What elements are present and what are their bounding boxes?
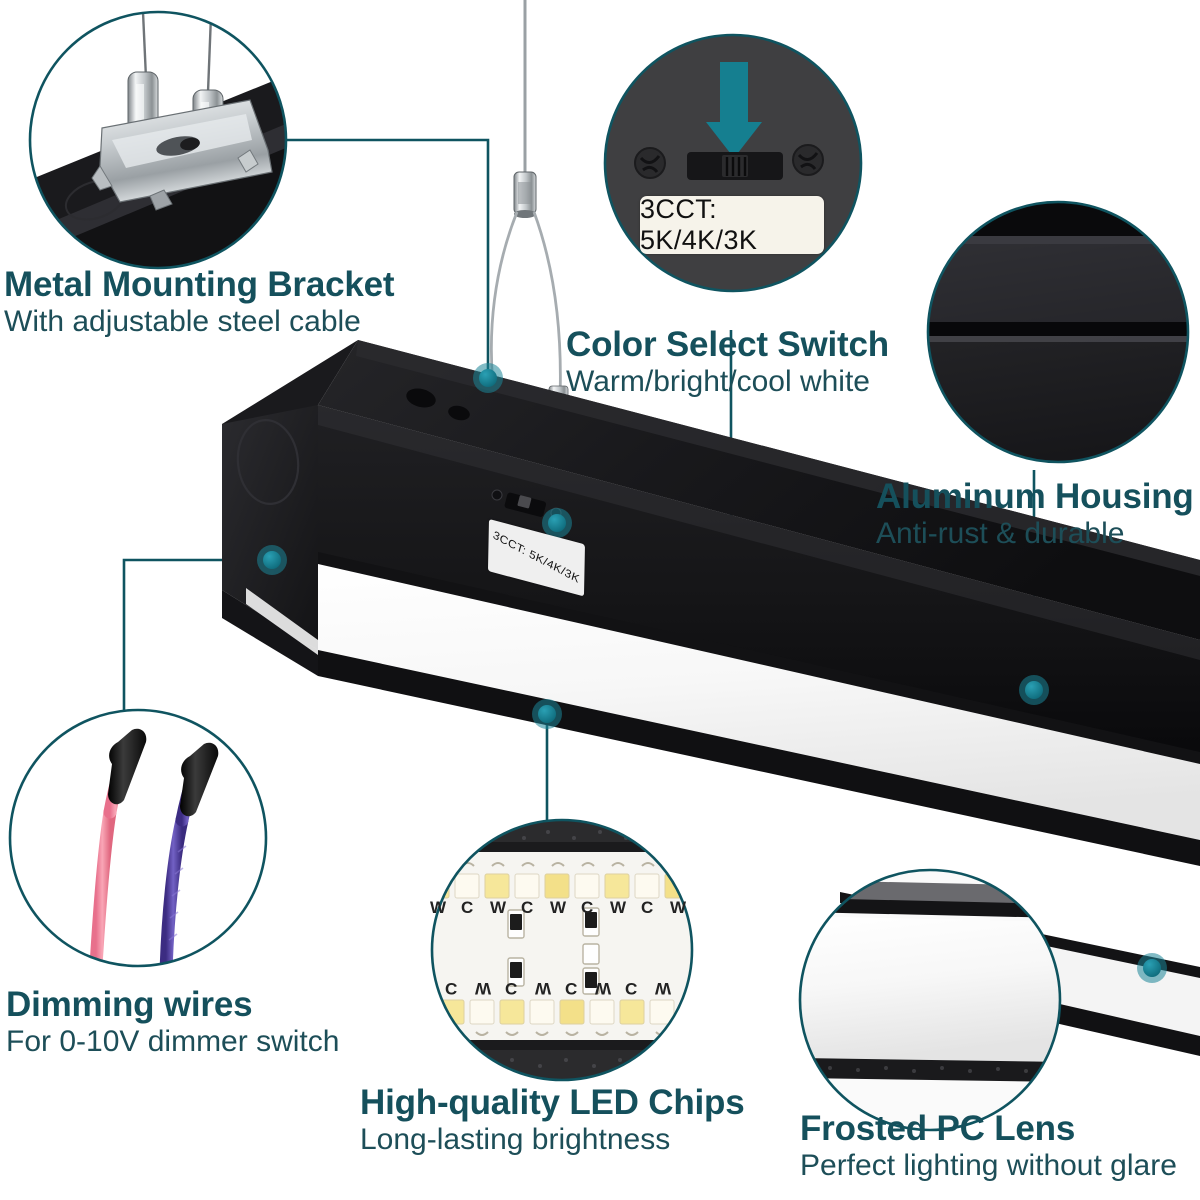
housing-top-face (318, 340, 1200, 640)
callout-circle-color-select-switch (603, 33, 863, 293)
callout-text-aluminum-housing: Aluminum Housing Anti-rust & durable (876, 478, 1194, 551)
led-letter-top-3: C (521, 898, 534, 917)
callout-text-led-chips: High-quality LED Chips Long-lasting brig… (360, 1083, 745, 1157)
led-row-top (432, 873, 690, 899)
callout-subtitle-dimming-wires: For 0-10V dimmer switch (6, 1025, 340, 1059)
led-letter-bottom-6: C (625, 979, 638, 998)
lens-frame-top (318, 552, 1200, 764)
marker-color-select-switch (542, 508, 572, 538)
end-cap-emboss (236, 419, 300, 505)
callout-text-dimming-wires: Dimming wires For 0-10V dimmer switch (6, 986, 339, 1059)
cable-left-leg (489, 211, 519, 386)
callout-text-color-select-switch: Color Select Switch Warm/bright/cool whi… (566, 326, 889, 399)
led-letter-top-7: C (641, 898, 654, 917)
marker-led-chips (532, 699, 562, 729)
mounting-hole-2 (448, 405, 470, 421)
led-letter-bottom-3: W (535, 979, 552, 998)
cct-label-zoom: 3CCT: 5K/4K/3K (640, 194, 824, 255)
led-letter-bottom-0: C (445, 979, 458, 998)
callout-title-color-select-switch: Color Select Switch (566, 325, 889, 364)
marker-metal-mounting-bracket (473, 363, 503, 393)
pink-wire (89, 805, 117, 966)
purple-wire-cap (180, 742, 219, 817)
purple-wire (159, 813, 189, 966)
callout-subtitle-led-chips: Long-lasting brightness (360, 1123, 671, 1157)
housing-top-highlight (356, 340, 1200, 576)
led-letter-top-2: W (490, 898, 507, 917)
down-arrow-icon (706, 62, 762, 158)
led-letter-top-4: W (550, 898, 567, 917)
housing-front-face (318, 405, 1200, 760)
callout-title-dimming-wires: Dimming wires (6, 985, 253, 1024)
led-letter-bottom-2: C (505, 979, 518, 998)
led-letter-bottom-1: W (475, 979, 492, 998)
led-letter-bottom-4: C (565, 979, 578, 998)
callout-circle-aluminum-housing (926, 200, 1190, 464)
pink-wire-cap (108, 728, 147, 805)
frosted-lens-strip (318, 560, 1200, 840)
callout-text-metal-mounting-bracket: Metal Mounting Bracket With adjustable s… (4, 265, 395, 339)
housing-front-sheen (318, 405, 1200, 660)
led-letter-bottom-7: W (655, 979, 672, 998)
callout-subtitle-aluminum-housing: Anti-rust & durable (876, 517, 1125, 551)
leader-dimming-wires (122, 558, 268, 710)
led-letter-top-8: W (670, 898, 687, 917)
mounting-hole-1 (406, 388, 436, 408)
callout-title-frosted-pc-lens: Frosted PC Lens (800, 1109, 1076, 1148)
callout-circle-frosted-pc-lens (798, 868, 1062, 1132)
callout-title-metal-mounting-bracket: Metal Mounting Bracket (4, 265, 395, 304)
led-letter-top-5: C (581, 898, 594, 917)
marker-dimming-wires (257, 545, 287, 575)
callout-text-frosted-pc-lens: Frosted PC Lens Perfect lighting without… (800, 1110, 1177, 1183)
led-letter-top-1: C (461, 898, 474, 917)
callout-circle-led-chips (430, 818, 694, 1082)
body-dip-switch (491, 489, 562, 519)
led-letter-top-6: W (610, 898, 627, 917)
marker-frosted-pc-lens (1137, 953, 1167, 983)
callout-subtitle-color-select-switch: Warm/bright/cool white (566, 365, 870, 399)
marker-aluminum-housing (1019, 675, 1049, 705)
leader-bracket (286, 138, 490, 374)
led-board-components (507, 907, 600, 995)
callout-subtitle-frosted-pc-lens: Perfect lighting without glare (800, 1149, 1177, 1183)
cable-right-leg (532, 211, 562, 399)
callout-subtitle-metal-mounting-bracket: With adjustable steel cable (4, 305, 361, 339)
callout-circle-dimming-wires (8, 708, 268, 968)
end-lens-sliver (246, 588, 318, 655)
led-letter-top-0: W (430, 898, 447, 917)
callout-title-aluminum-housing: Aluminum Housing (876, 477, 1194, 516)
cable-gripper (513, 171, 537, 218)
led-letter-bottom-5: W (595, 979, 612, 998)
led-row-bottom (439, 999, 675, 1025)
callout-circle-metal-mounting-bracket (28, 10, 288, 270)
marker-dots (257, 363, 1167, 983)
end-cap-bottom (222, 590, 318, 676)
callout-title-led-chips: High-quality LED Chips (360, 1083, 745, 1122)
